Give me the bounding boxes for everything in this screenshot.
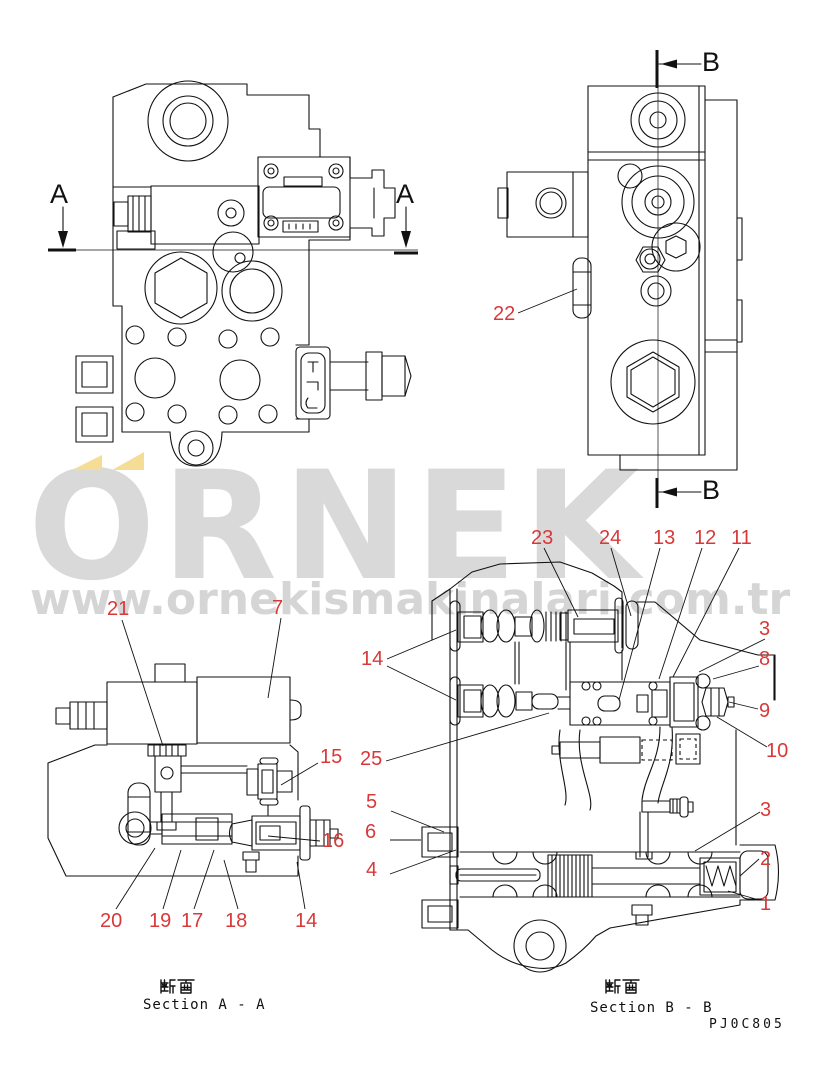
section-b-b-label: Section B - B [590, 1000, 713, 1016]
callout-9: 9 [759, 700, 770, 722]
callout-6: 6 [365, 821, 376, 843]
leader-line-16 [268, 836, 320, 841]
leader-line-23 [544, 548, 578, 617]
leader-line-14 [387, 630, 456, 659]
callout-5: 5 [366, 791, 377, 813]
view-section-b-b [422, 562, 779, 972]
callout-12: 12 [694, 527, 716, 549]
section-marker-A: A [396, 179, 414, 209]
section-marker-B: B [702, 475, 720, 505]
view-section-a-a [48, 664, 338, 876]
callout-14: 14 [361, 648, 383, 670]
leader-line-17 [194, 850, 214, 909]
leader-line-19 [163, 850, 181, 909]
callout-23: 23 [531, 527, 553, 549]
leader-line-18 [224, 860, 238, 909]
leader-line-8 [713, 666, 759, 679]
leader-line-13 [619, 548, 660, 700]
leader-line-2 [740, 859, 759, 876]
callout-22: 22 [493, 303, 515, 325]
section-marker-B: B [702, 47, 720, 77]
callout-13: 13 [653, 527, 675, 549]
callout-11: 11 [731, 527, 752, 549]
leader-line-4 [390, 850, 456, 874]
leader-line-3 [699, 639, 765, 672]
callout-8: 8 [759, 648, 770, 670]
leader-line-5 [391, 811, 444, 832]
callout-21: 21 [107, 598, 129, 620]
leader-line-20 [116, 848, 155, 909]
leader-line-12 [659, 548, 702, 679]
callout-20: 20 [100, 910, 122, 932]
leader-line-7 [268, 618, 281, 698]
view-front [48, 81, 418, 466]
callout-24: 24 [599, 527, 621, 549]
leader-line-9 [729, 702, 758, 709]
callout-17: 17 [181, 910, 203, 932]
callout-18: 18 [225, 910, 247, 932]
leader-line-1 [728, 891, 759, 900]
view-side [498, 50, 742, 508]
callout-16: 16 [322, 830, 344, 852]
leader-line-21 [122, 620, 163, 746]
leader-line-14 [297, 862, 305, 909]
callout-10: 10 [766, 740, 788, 762]
leader-line-10 [717, 717, 767, 747]
leader-line-14 [387, 666, 456, 700]
callout-19: 19 [149, 910, 171, 932]
drawing-code: PJ0C805 [709, 1017, 785, 1032]
section-a-a-label: Section A - A [143, 997, 266, 1013]
callout-1: 1 [760, 893, 771, 915]
callout-25: 25 [360, 748, 382, 770]
watermark-brand: ORNEK [28, 440, 646, 614]
section-marker-A: A [50, 179, 68, 209]
callout-3: 3 [760, 799, 771, 821]
callout-3: 3 [759, 618, 770, 640]
kanji-danmen-a [161, 980, 194, 993]
leader-line-15 [281, 763, 318, 785]
callout-2: 2 [760, 848, 771, 870]
callout-14: 14 [295, 910, 317, 932]
watermark-url: www.ornekismakinalari.com.tr [30, 574, 791, 625]
callout-7: 7 [272, 597, 283, 619]
kanji-danmen-b [606, 980, 639, 993]
callout-4: 4 [366, 859, 377, 881]
leader-line-11 [673, 548, 739, 677]
leader-line-3 [695, 812, 760, 851]
callout-15: 15 [320, 746, 342, 768]
leader-line-22 [518, 289, 577, 313]
leader-line-25 [386, 713, 549, 761]
leader-line-24 [611, 548, 631, 616]
